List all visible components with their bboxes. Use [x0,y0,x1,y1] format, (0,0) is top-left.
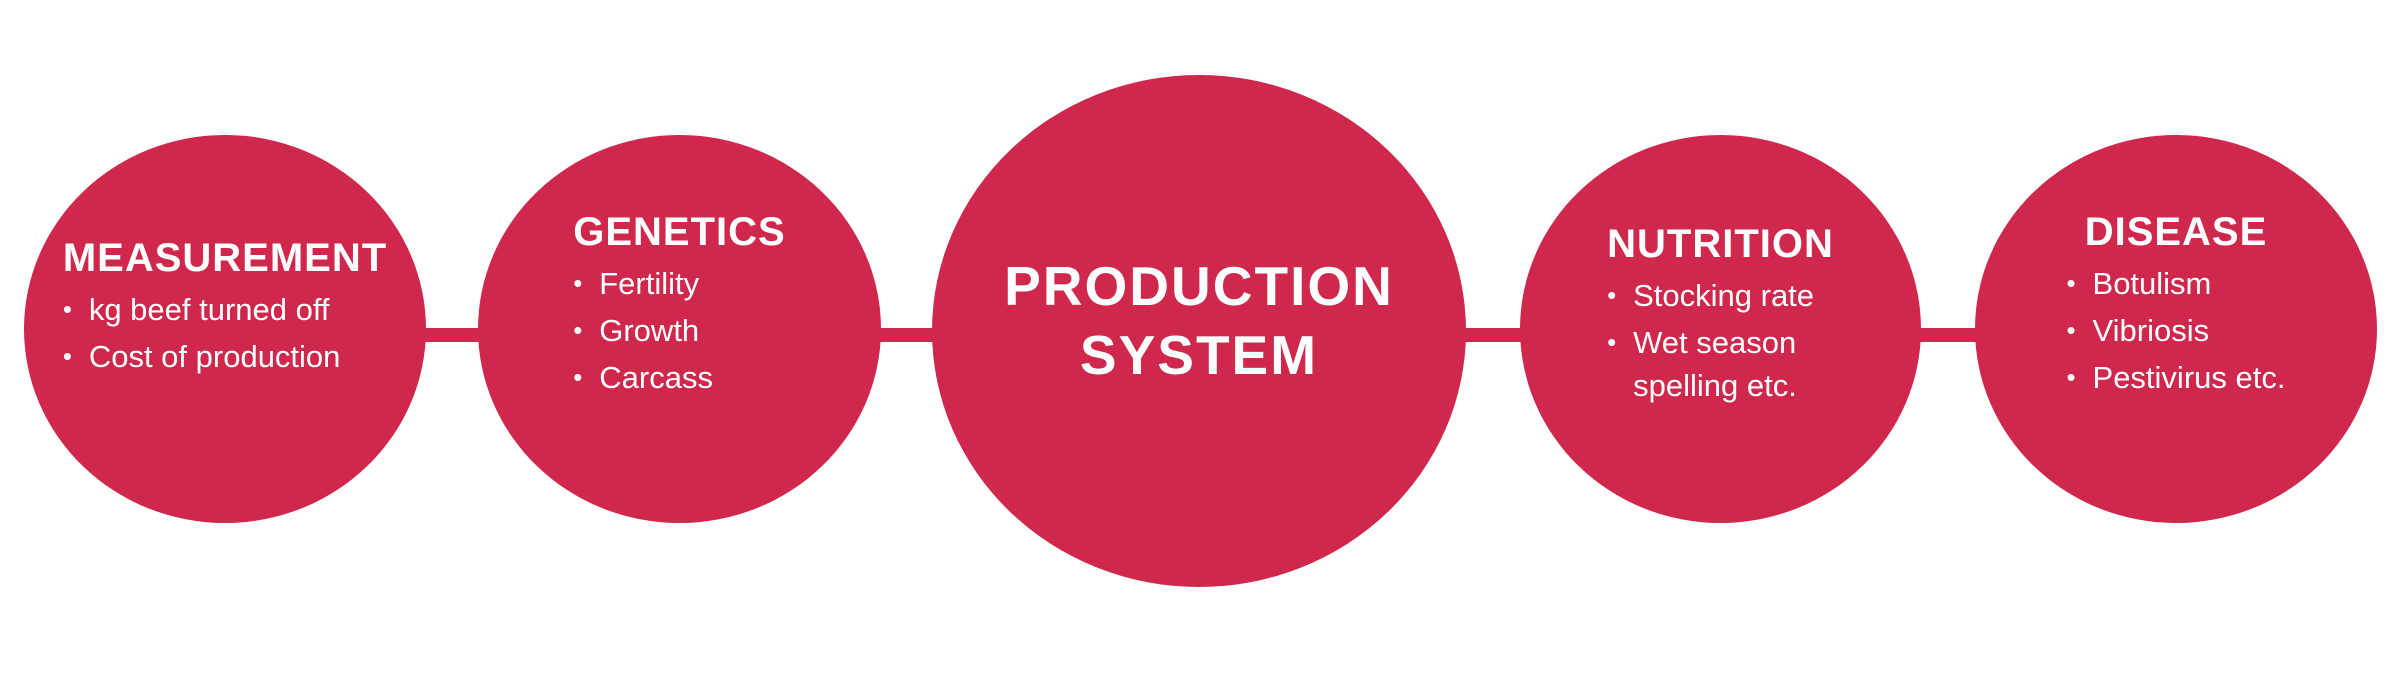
list-item: kg beef turned off [63,286,387,333]
node-production-title-line2: SYSTEM [1079,324,1319,386]
node-disease: DISEASE Botulism Vibriosis Pestivirus et… [1975,135,2377,523]
node-measurement-list: kg beef turned off Cost of production [63,286,387,380]
list-item: Botulism [2067,260,2286,307]
list-item-continuation: spelling etc. [1633,368,1797,403]
node-measurement-title: MEASUREMENT [62,236,388,280]
connector-genetics-production [875,328,945,342]
list-item: Cost of production [63,333,387,380]
node-genetics-list: Fertility Growth Carcass [573,260,785,401]
node-production-system: PRODUCTION SYSTEM [932,75,1466,587]
list-item: Vibriosis [2067,307,2286,354]
node-nutrition: NUTRITION Stocking rate Wet seasonspelli… [1520,135,1921,523]
connector-measurement-genetics [420,328,490,342]
node-disease-title: DISEASE [2084,209,2268,254]
node-nutrition-title: NUTRITION [1607,222,1834,266]
node-measurement: MEASUREMENT kg beef turned off Cost of p… [24,135,426,523]
node-genetics-title: GENETICS [573,209,786,254]
node-disease-list: Botulism Vibriosis Pestivirus etc. [2067,260,2286,401]
list-item: Growth [573,307,785,354]
connector-nutrition-disease [1915,328,1985,342]
list-item: Carcass [573,354,785,401]
connector-production-nutrition [1460,328,1530,342]
node-production-title-line1: PRODUCTION [1004,255,1394,318]
node-genetics: GENETICS Fertility Growth Carcass [478,135,881,523]
list-item: Stocking rate [1607,272,1834,319]
list-item: Pestivirus etc. [2067,354,2286,401]
list-item: Fertility [573,260,785,307]
